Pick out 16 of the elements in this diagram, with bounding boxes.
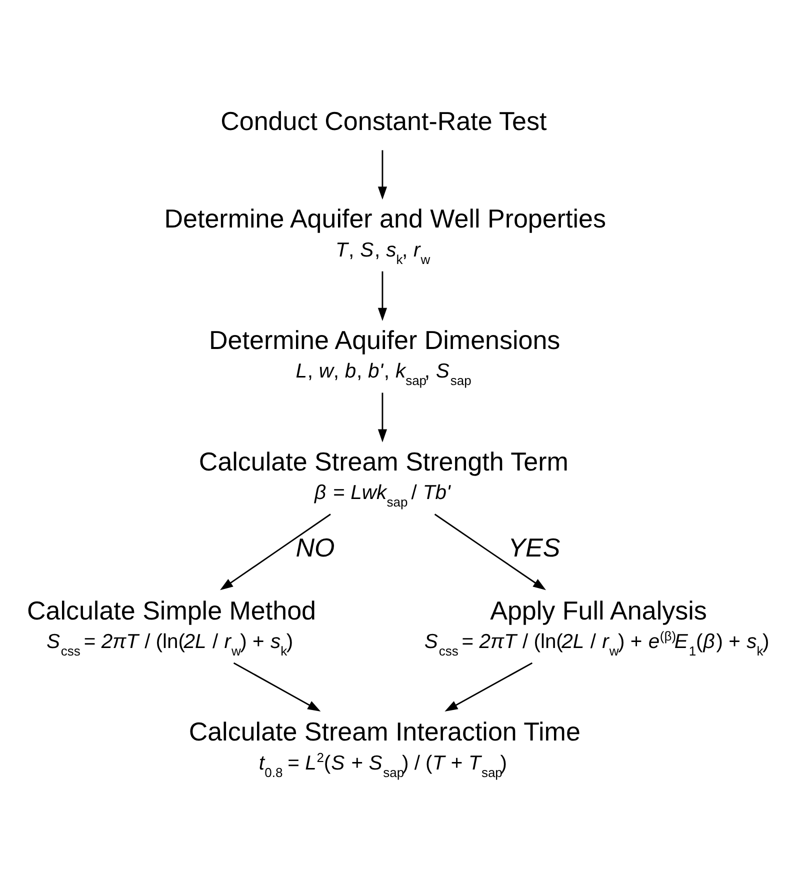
arrow <box>378 150 388 200</box>
arrow <box>378 271 388 321</box>
edge-label: YES <box>508 532 560 562</box>
arrow <box>434 514 546 590</box>
arrow <box>233 662 321 712</box>
node-text: Determine Aquifer Dimensions L, w, b, b', k$_{sap}$, S$_{sap}$ <box>209 325 560 388</box>
node-text: Calculate Stream Interaction Time t$_{0.8}$ = L$^{2}$(S + S$_{sap}$) / (T + T$_{sap}$) <box>188 716 580 780</box>
edge-label: NO <box>296 532 335 562</box>
arrow <box>444 662 533 712</box>
node-text: Calculate Simple Method S$_{css}$ = 2πT / (ln(2L / r$_{w}$) + s$_{k}$) <box>26 595 316 658</box>
node-text: Calculate Stream Strength Term β = Lwk$_{sap}$ / Tb' <box>198 446 568 510</box>
node-text: Conduct Constant-Rate Test <box>220 106 547 136</box>
arrow <box>378 392 388 442</box>
node-text: Determine Aquifer and Well Properties T, S, s$_{k}$, r$_{w}$ <box>164 204 606 267</box>
node-text: Apply Full Analysis S$_{css}$ = 2πT / (ln(2L / r$_{w}$) + e$^{(β)}$E$_{1}$(β) + s$_{k}$) <box>424 595 770 658</box>
arrow <box>220 514 331 590</box>
